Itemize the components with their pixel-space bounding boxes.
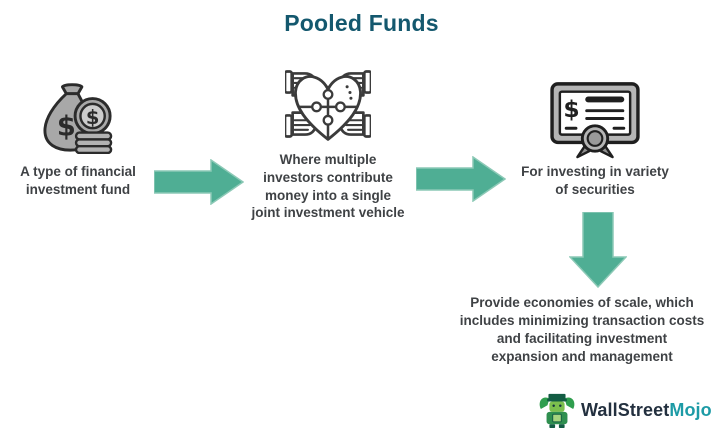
result-line: includes minimizing transaction costs: [459, 312, 705, 328]
step-mechanism-caption: Where multiple investors contribute mone…: [251, 151, 404, 222]
logo-text-primary: WallStreet: [581, 399, 670, 420]
caption-line: For investing in variety: [521, 164, 669, 179]
arrow-right-icon: [154, 159, 244, 205]
hands-puzzle-icon: [285, 70, 371, 141]
svg-text:$: $: [563, 95, 579, 123]
caption-line: of securities: [555, 181, 635, 197]
certificate-icon: $: [550, 82, 640, 159]
caption-line: investment fund: [25, 181, 131, 197]
wallstreetmojo-logo: WallStreetMojo: [538, 391, 712, 429]
money-bag-icon: $ $: [43, 83, 113, 154]
arrow-right-icon: [416, 156, 506, 202]
svg-text:$: $: [57, 112, 76, 143]
page-title: Pooled Funds: [284, 10, 439, 36]
logo-wordmark: WallStreetMojo: [581, 400, 712, 421]
step-definition: $ $ A type of financial investment fund: [0, 82, 156, 199]
caption-line: A type of financial: [20, 164, 136, 179]
step-purpose: $ For investing in variety of securities: [509, 78, 681, 199]
caption-line: money into a single: [264, 187, 391, 203]
step-mechanism: Where multiple investors contribute mone…: [247, 62, 409, 222]
svg-text:$: $: [86, 106, 100, 129]
logo-text-secondary: Mojo: [669, 399, 712, 420]
wallstreetmojo-bull-icon: [539, 393, 575, 429]
step-definition-caption: A type of financial investment fund: [20, 163, 136, 199]
result-line: and facilitating investment: [496, 330, 668, 346]
caption-line: Where multiple: [279, 152, 377, 167]
result-line: Provide economies of scale, which: [470, 295, 694, 310]
result-line: expansion and management: [491, 348, 673, 364]
caption-line: investors contribute: [263, 169, 393, 185]
arrow-down-icon: [569, 212, 627, 288]
result-text: Provide economies of scale, which includ…: [444, 294, 720, 366]
caption-line: joint investment vehicle: [251, 205, 405, 221]
step-purpose-caption: For investing in variety of securities: [521, 163, 669, 199]
